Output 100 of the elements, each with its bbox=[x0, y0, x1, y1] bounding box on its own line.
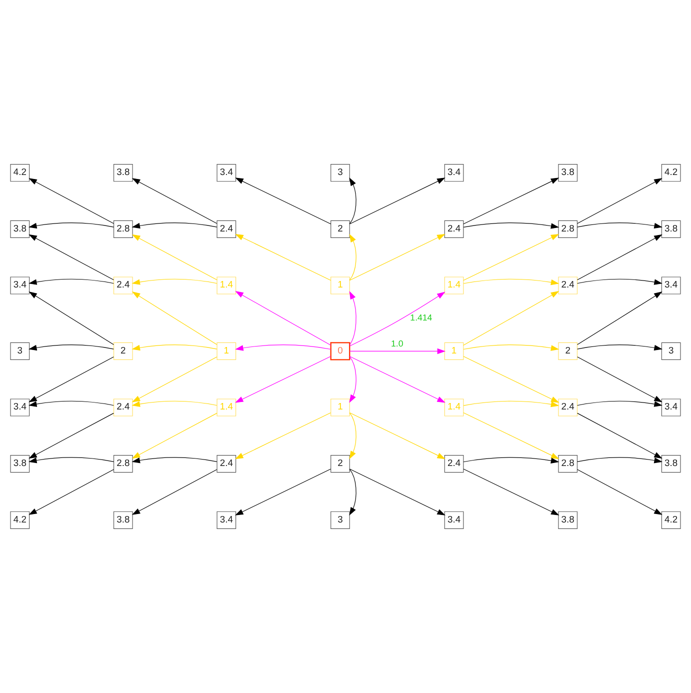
node-box: 2.4 bbox=[113, 398, 133, 416]
arrow bbox=[132, 412, 218, 459]
arrow bbox=[463, 356, 560, 403]
node-box: 4.2 bbox=[10, 164, 30, 182]
node-box: 3 bbox=[10, 342, 30, 360]
node-box: 2.4 bbox=[113, 276, 133, 294]
arrow bbox=[132, 222, 218, 229]
node-box: 2.8 bbox=[113, 220, 133, 238]
edge-label: 1.0 bbox=[391, 338, 404, 348]
arrow bbox=[577, 356, 662, 402]
node-box: 2 bbox=[330, 455, 350, 473]
node-box: 4.2 bbox=[10, 511, 30, 529]
arrow bbox=[463, 291, 560, 346]
arrow bbox=[577, 344, 662, 351]
arrow bbox=[132, 178, 218, 224]
arrow bbox=[463, 468, 560, 516]
arrow bbox=[349, 469, 356, 516]
arrow bbox=[463, 178, 560, 224]
node-box: 1 bbox=[330, 276, 350, 294]
arrow bbox=[349, 356, 356, 403]
arrow bbox=[235, 356, 331, 403]
arrow bbox=[349, 356, 446, 403]
node-box: 2.8 bbox=[558, 220, 578, 238]
node-box: 1.4 bbox=[444, 398, 464, 416]
node-box: 3 bbox=[330, 164, 350, 182]
node-box: 1 bbox=[330, 398, 350, 416]
node-box: 3.4 bbox=[216, 511, 236, 529]
arrow bbox=[349, 234, 446, 281]
arrow bbox=[28, 469, 114, 515]
arrow bbox=[235, 234, 332, 281]
arrow bbox=[132, 278, 218, 285]
arrow bbox=[132, 234, 218, 280]
arrow bbox=[350, 292, 446, 346]
node-box: 3.8 bbox=[113, 164, 133, 182]
node-box: 3.4 bbox=[444, 164, 464, 182]
node-box: 2.4 bbox=[444, 220, 464, 238]
arrow bbox=[28, 178, 114, 224]
arrow bbox=[28, 344, 114, 351]
arrow bbox=[235, 291, 332, 346]
arrow bbox=[28, 292, 114, 345]
node-box: 3.8 bbox=[113, 511, 133, 529]
arrow bbox=[28, 222, 114, 229]
node-box: 3 bbox=[330, 511, 350, 529]
arrow bbox=[463, 222, 560, 229]
arrow bbox=[349, 348, 446, 354]
arrow bbox=[235, 178, 332, 224]
node-box: 3.8 bbox=[661, 455, 681, 473]
node-box: 1.4 bbox=[444, 276, 464, 294]
arrow bbox=[132, 356, 218, 402]
node-box: 1.4 bbox=[216, 276, 236, 294]
arrow bbox=[463, 344, 560, 351]
node-box: 2.8 bbox=[113, 455, 133, 473]
arrow bbox=[349, 178, 356, 224]
arrow bbox=[577, 469, 662, 515]
node-box: 2 bbox=[558, 342, 578, 360]
arrow bbox=[577, 400, 662, 407]
node-box: 4.2 bbox=[661, 511, 681, 529]
arrow bbox=[28, 457, 114, 464]
node-box: 4.2 bbox=[661, 164, 681, 182]
arrow bbox=[28, 278, 114, 285]
node-box: 2 bbox=[330, 220, 350, 238]
node-box: 2.4 bbox=[216, 220, 236, 238]
node-box: 3.4 bbox=[661, 398, 681, 416]
arrow bbox=[235, 344, 331, 351]
node-box: 2.4 bbox=[558, 398, 578, 416]
arrow bbox=[349, 412, 446, 460]
arrow bbox=[463, 457, 560, 464]
arrow bbox=[235, 468, 331, 516]
arrow bbox=[577, 412, 662, 459]
node-box: 3.4 bbox=[10, 276, 30, 294]
arrow bbox=[349, 234, 356, 280]
arrow bbox=[28, 356, 114, 402]
arrow bbox=[577, 234, 662, 280]
node-box: 3.8 bbox=[10, 455, 30, 473]
node-box: 3.8 bbox=[558, 164, 578, 182]
arrow bbox=[577, 178, 662, 224]
arrow bbox=[463, 234, 560, 281]
arrow bbox=[132, 469, 218, 515]
arrow bbox=[132, 344, 218, 351]
node-box: 3.4 bbox=[10, 398, 30, 416]
arrow bbox=[235, 412, 331, 460]
node-box: 2.8 bbox=[558, 455, 578, 473]
edge-label: 1.414 bbox=[410, 312, 432, 322]
arrow bbox=[132, 400, 218, 407]
arrow bbox=[463, 400, 560, 408]
arrow bbox=[349, 468, 446, 516]
arrow bbox=[577, 292, 662, 345]
arrow bbox=[132, 292, 218, 345]
node-box: 3 bbox=[661, 342, 681, 360]
node-box: 2 bbox=[113, 342, 133, 360]
node-box: 3.4 bbox=[444, 511, 464, 529]
arrow bbox=[349, 412, 356, 460]
arrow bbox=[577, 222, 662, 229]
node-box: 3.8 bbox=[10, 220, 30, 238]
arrow bbox=[349, 178, 446, 224]
arrow bbox=[463, 278, 560, 286]
arrow bbox=[463, 412, 560, 460]
arrow bbox=[577, 457, 662, 464]
node-box: 2.4 bbox=[216, 455, 236, 473]
node-box: 1 bbox=[216, 342, 236, 360]
